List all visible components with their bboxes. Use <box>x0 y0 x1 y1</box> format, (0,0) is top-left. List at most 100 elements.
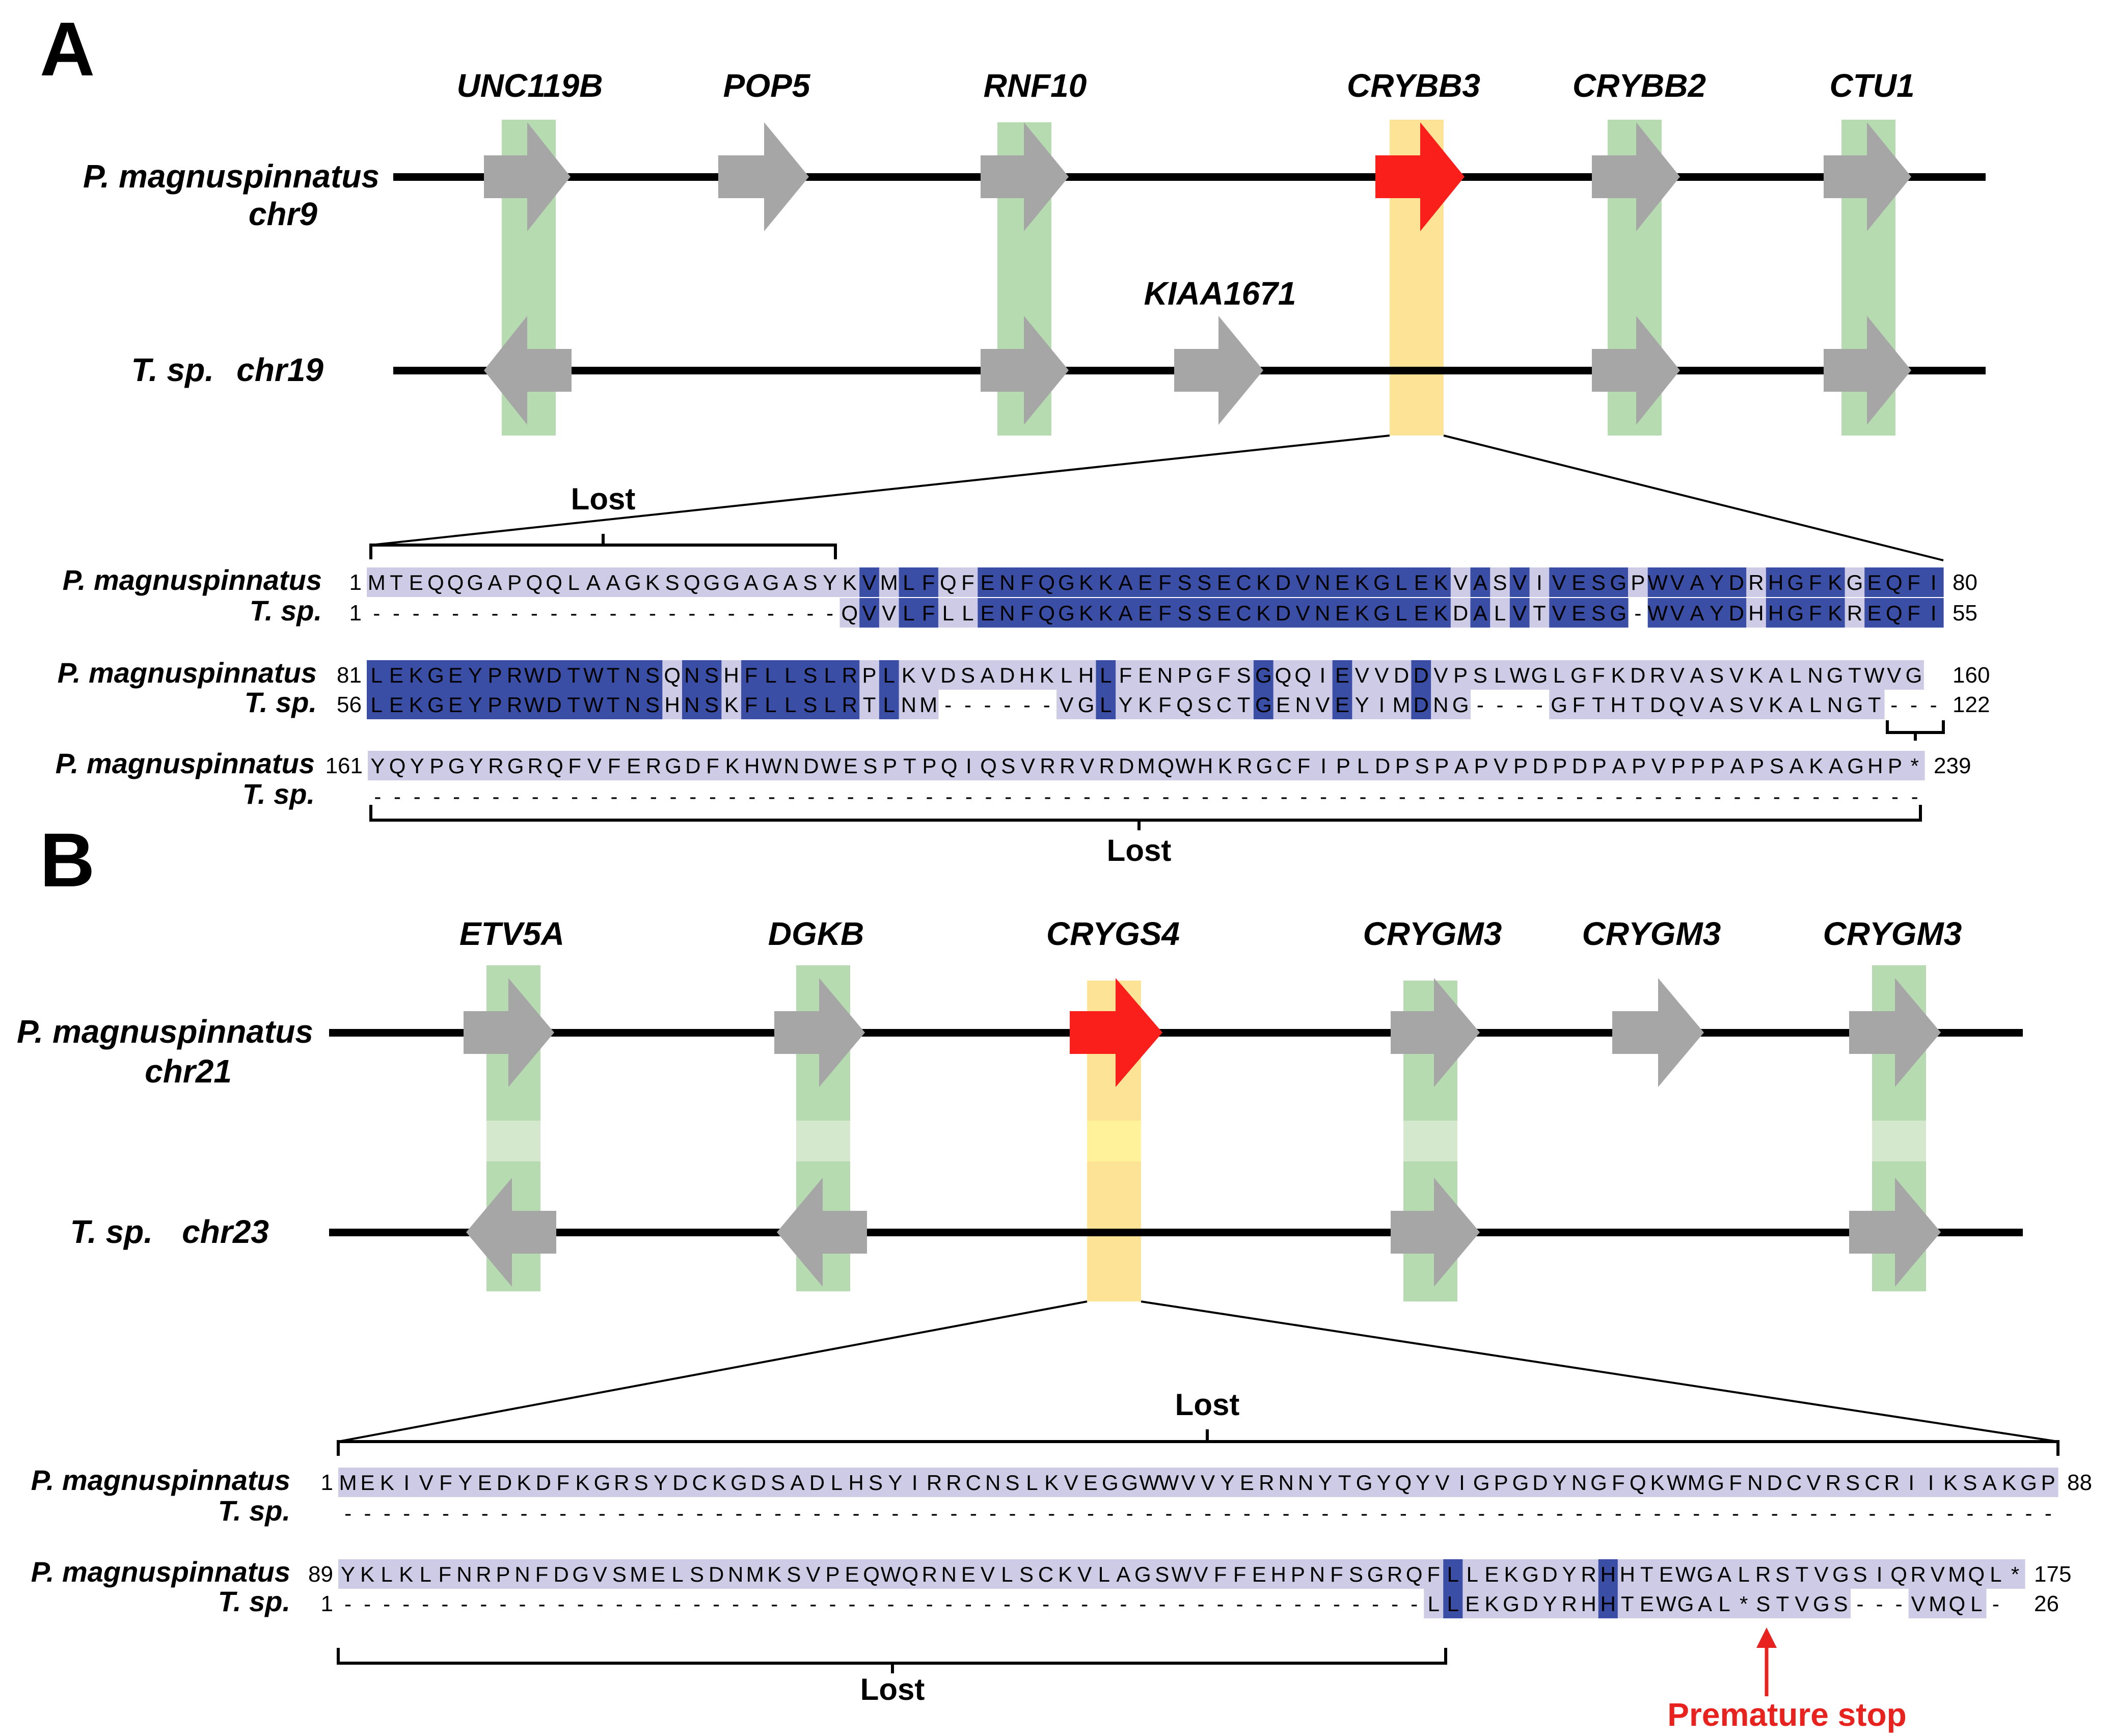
residue: V <box>1077 1562 1092 1586</box>
residue: - <box>1497 693 1504 717</box>
residue-cell <box>1637 1559 1657 1589</box>
residue-cell <box>978 567 998 597</box>
residue-cell <box>512 1559 533 1589</box>
residue-cell <box>1372 567 1392 597</box>
residue: - <box>501 1501 508 1525</box>
residue: - <box>748 784 755 808</box>
residue: Q <box>1406 1562 1423 1586</box>
residue: M <box>1948 1562 1966 1586</box>
residue: - <box>1204 1501 1211 1525</box>
residue-cell <box>1509 598 1530 628</box>
residue: - <box>1314 1592 1321 1616</box>
residue-cell <box>1675 1559 1696 1589</box>
residue: G <box>1847 693 1863 717</box>
lost-bracket-bottom-b <box>337 1648 1447 1673</box>
residue: R <box>614 1471 629 1495</box>
residue-cell <box>1313 567 1333 597</box>
residue-cell <box>1667 567 1688 597</box>
residue-cell <box>1472 1468 1492 1497</box>
residue-cell <box>1687 567 1708 597</box>
residue: S <box>1729 693 1744 717</box>
residue: K <box>409 663 423 687</box>
residue: G <box>1531 663 1548 687</box>
residue: R <box>507 693 522 717</box>
residue-cell <box>1588 598 1609 628</box>
residue: - <box>570 601 577 625</box>
residue: D <box>1414 693 1429 717</box>
residue: S <box>787 1562 801 1586</box>
residue: W <box>1647 571 1668 594</box>
residue: - <box>1635 784 1642 808</box>
residue-cell <box>1766 690 1786 719</box>
residue: Y <box>1710 571 1724 594</box>
residue-cell <box>1862 1468 1883 1497</box>
residue-cell <box>642 567 663 597</box>
residue: S <box>1349 1562 1363 1586</box>
residue: - <box>1048 1501 1055 1525</box>
residue-cell <box>1656 1589 1676 1618</box>
residue: S <box>1591 571 1606 594</box>
residue: V <box>1194 1562 1208 1586</box>
residue-cell <box>1766 598 1786 628</box>
residue-cell <box>1037 660 1057 690</box>
zoom-line-left <box>370 435 1390 546</box>
residue-cell <box>622 660 643 690</box>
residue: E <box>409 571 423 594</box>
residue: - <box>473 784 480 808</box>
residue: R <box>646 754 661 778</box>
residue: R <box>1099 754 1114 778</box>
residue-cell <box>553 1468 573 1497</box>
residue: - <box>688 601 695 625</box>
residue-cell <box>1276 1468 1296 1497</box>
residue: E <box>1335 663 1349 687</box>
residue: - <box>790 1592 797 1616</box>
residue: H <box>664 693 680 717</box>
residue-cell <box>1274 751 1294 780</box>
alignment-start-position: 1 <box>321 1470 333 1495</box>
gene-arrow-kiaa1671 <box>1174 316 1263 425</box>
residue: - <box>1751 1501 1758 1525</box>
residue: L <box>1494 663 1506 687</box>
residue: V <box>1729 663 1744 687</box>
residue: D <box>1729 601 1744 625</box>
residue-cell <box>1002 1468 1023 1497</box>
chromosome-species-tsp-b: T. sp. <box>70 1213 153 1250</box>
residue: V <box>1296 601 1310 625</box>
residue-cell <box>416 1468 437 1497</box>
residue: - <box>383 1592 390 1616</box>
residue-cell <box>1313 598 1333 628</box>
residue-cell <box>839 690 860 719</box>
residue-cell <box>1598 1589 1618 1618</box>
residue-cell <box>426 660 446 690</box>
residue-cell <box>406 567 426 597</box>
gene-arrow-crygm3-tsp-2 <box>1849 1178 1941 1287</box>
residue-cell <box>1249 1559 1269 1589</box>
residue: L <box>1357 754 1369 778</box>
residue: S <box>1197 571 1211 594</box>
residue: G <box>1570 663 1587 687</box>
residue-cell <box>1687 660 1708 690</box>
residue: V <box>862 601 877 625</box>
residue: P <box>1592 754 1607 778</box>
residue-cell <box>670 1468 691 1497</box>
residue: - <box>1300 784 1307 808</box>
residue-cell <box>742 751 763 780</box>
residue: E <box>1252 1562 1266 1586</box>
residue: A <box>981 663 995 687</box>
residue: L <box>1447 1562 1459 1586</box>
residue-cell <box>1268 1559 1289 1589</box>
residue: G <box>1787 571 1804 594</box>
residue: E <box>448 663 463 687</box>
residue: V <box>1494 754 1508 778</box>
residue: F <box>1592 663 1605 687</box>
residue: * <box>1740 1592 1748 1616</box>
residue: K <box>1749 663 1763 687</box>
residue: K <box>902 663 916 687</box>
residue-cell <box>1156 751 1176 780</box>
residue: G <box>1610 571 1627 594</box>
residue-cell <box>662 690 683 719</box>
residue-cell <box>1178 1468 1199 1497</box>
residue-cell <box>1424 1559 1444 1589</box>
residue: - <box>1411 1592 1418 1616</box>
residue-cell <box>709 1468 729 1497</box>
